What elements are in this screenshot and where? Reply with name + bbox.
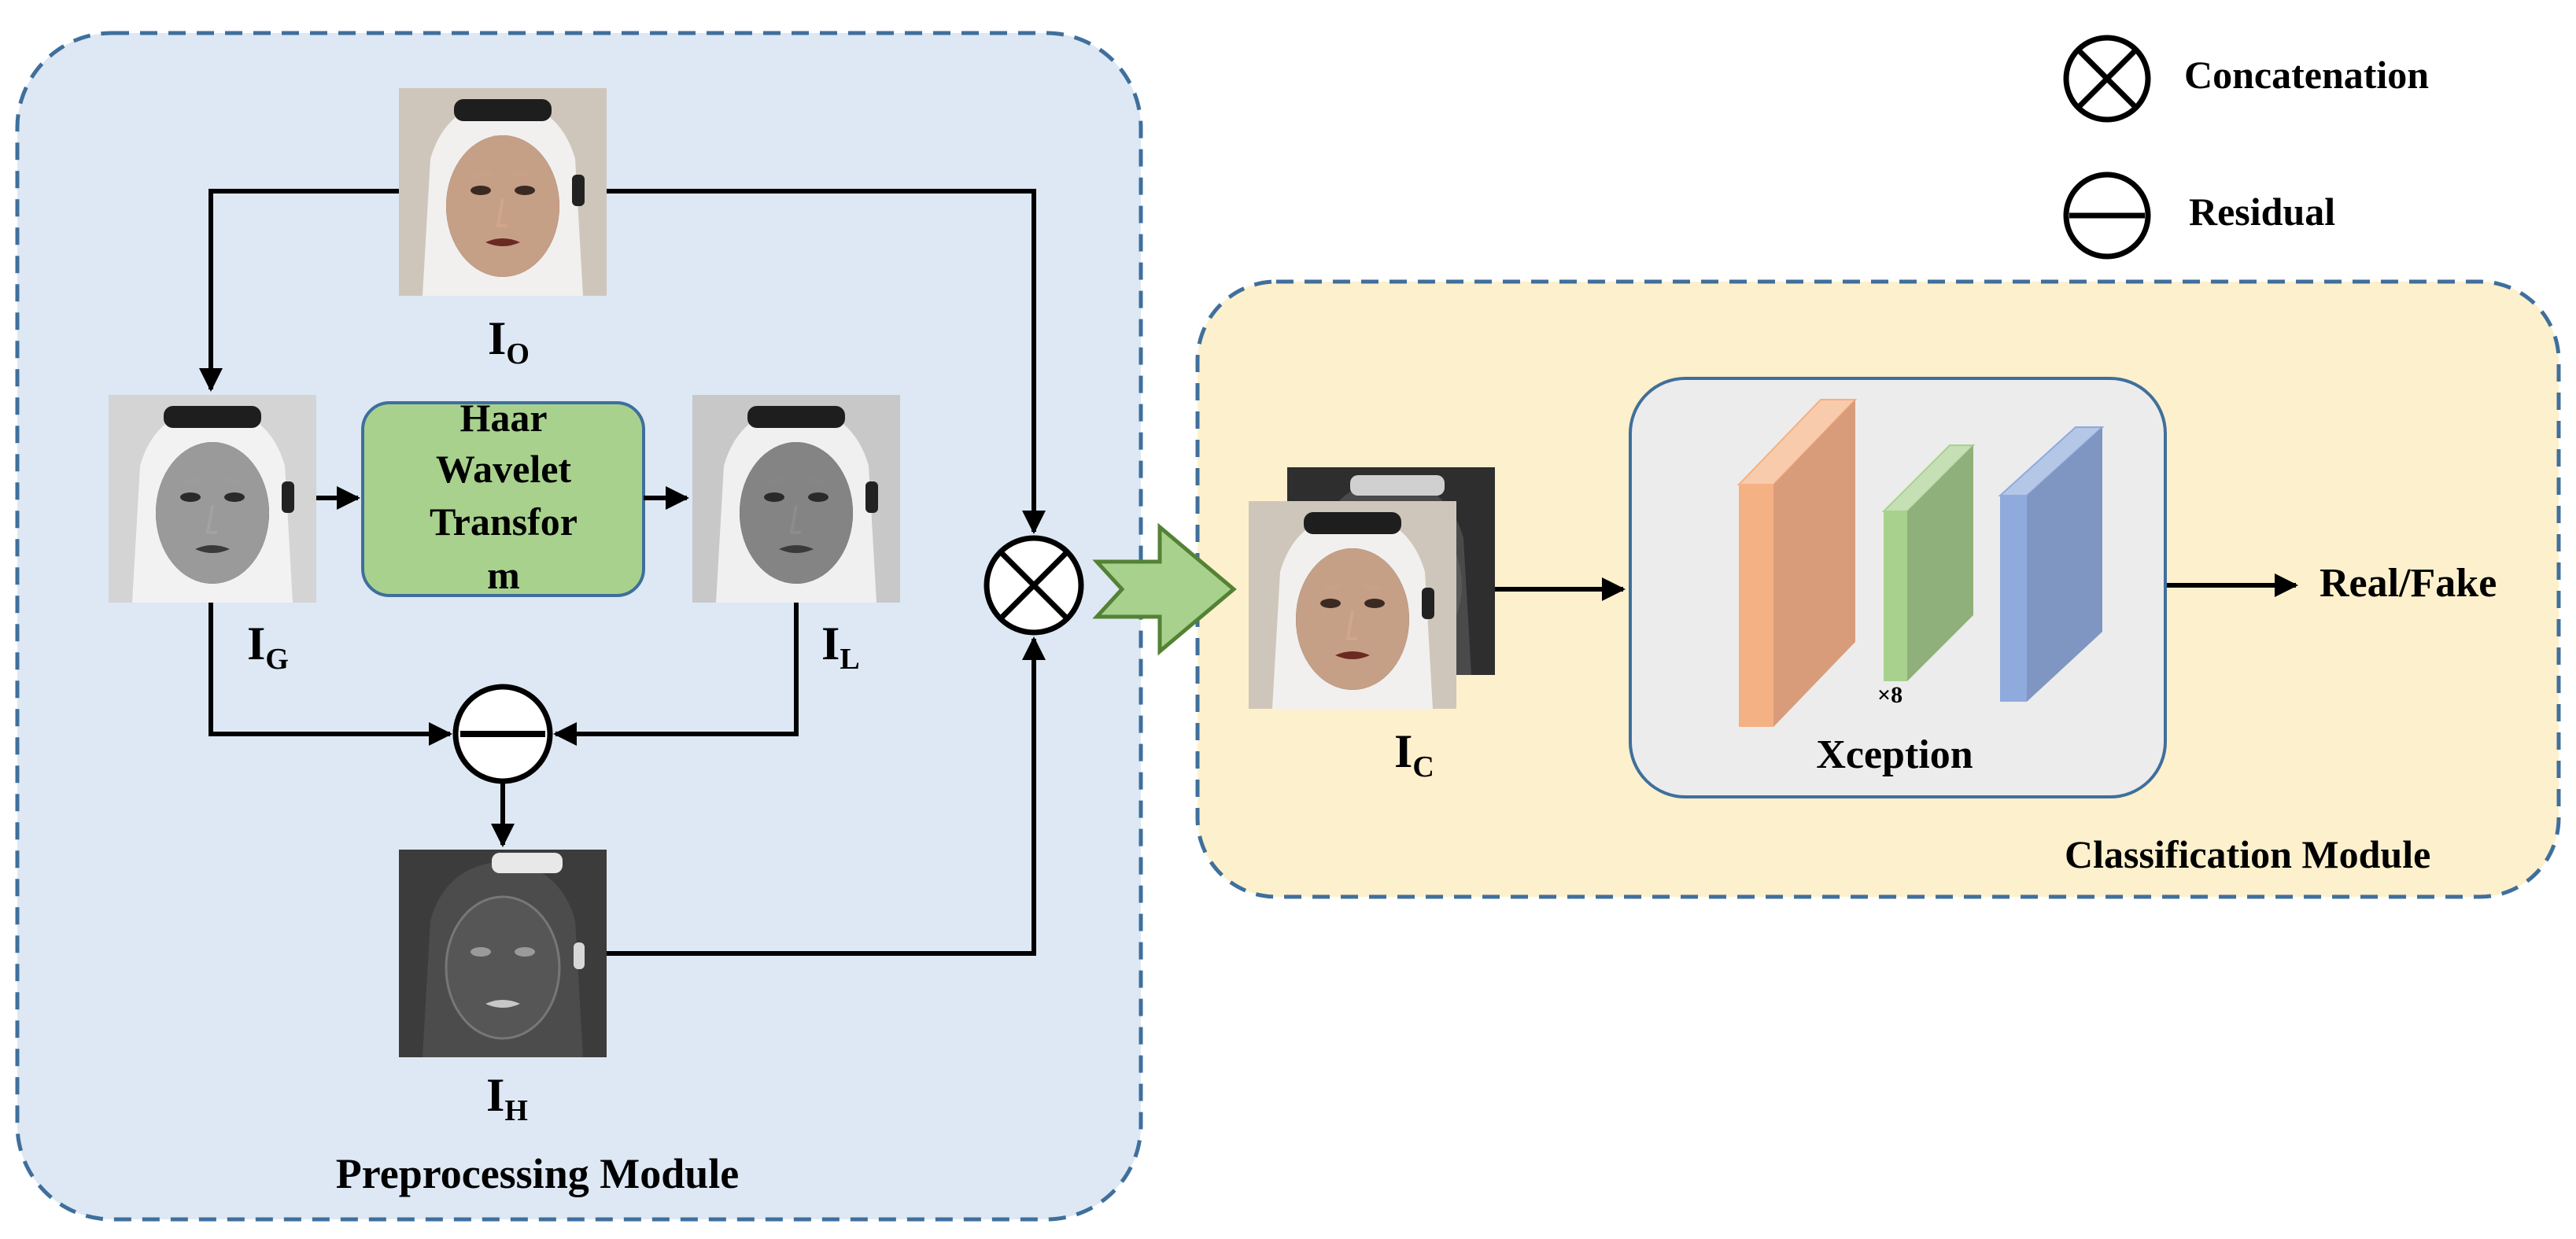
- grayscale-face-image: [109, 395, 316, 603]
- arrow-grayscale-to-residual: [209, 603, 452, 746]
- haar-label-line4: m: [487, 553, 520, 597]
- concatenation-legend-icon: [2063, 35, 2151, 123]
- xception-block-green: [1881, 444, 1976, 681]
- xception-block-blue: [1998, 426, 2105, 702]
- arrow-original-to-grayscale: [199, 189, 399, 392]
- residual-operator: [452, 684, 553, 784]
- il-label: IL: [821, 618, 860, 676]
- concatenation-legend-label: Concatenation: [2184, 53, 2429, 97]
- output-label: Real/Fake: [2320, 561, 2497, 606]
- ig-label: IG: [247, 618, 289, 676]
- arrow-highfreq-to-concatenation: [607, 636, 1046, 956]
- high-frequency-face-image: [399, 850, 607, 1057]
- residual-legend-label: Residual: [2189, 190, 2335, 234]
- module-transition-arrow: [1092, 522, 1237, 656]
- original-face-image: [399, 88, 607, 296]
- concatenation-operator: [984, 535, 1084, 636]
- haar-label-line1: Haar: [459, 396, 547, 440]
- low-frequency-face-image: [692, 395, 900, 603]
- haar-label-line2: Wavelet: [436, 447, 572, 491]
- repeat-count-label: ×8: [1877, 682, 1902, 708]
- residual-legend-icon: [2063, 171, 2151, 260]
- ic-label: IC: [1394, 725, 1434, 784]
- combined-front-image: [1249, 501, 1456, 709]
- ih-label: IH: [486, 1069, 528, 1127]
- xception-block-orange: [1736, 399, 1858, 727]
- arrow-original-to-concatenation: [607, 189, 1046, 534]
- xception-label: Xception: [1816, 732, 1973, 777]
- arrow-lowfreq-to-residual: [553, 603, 799, 746]
- haar-label-line3: Transfor: [430, 500, 578, 544]
- io-label: IO: [488, 312, 530, 371]
- preprocessing-module-box: [15, 31, 1143, 1222]
- preprocessing-module-label: Preprocessing Module: [336, 1150, 739, 1197]
- classification-module-label: Classification Module: [2065, 832, 2430, 876]
